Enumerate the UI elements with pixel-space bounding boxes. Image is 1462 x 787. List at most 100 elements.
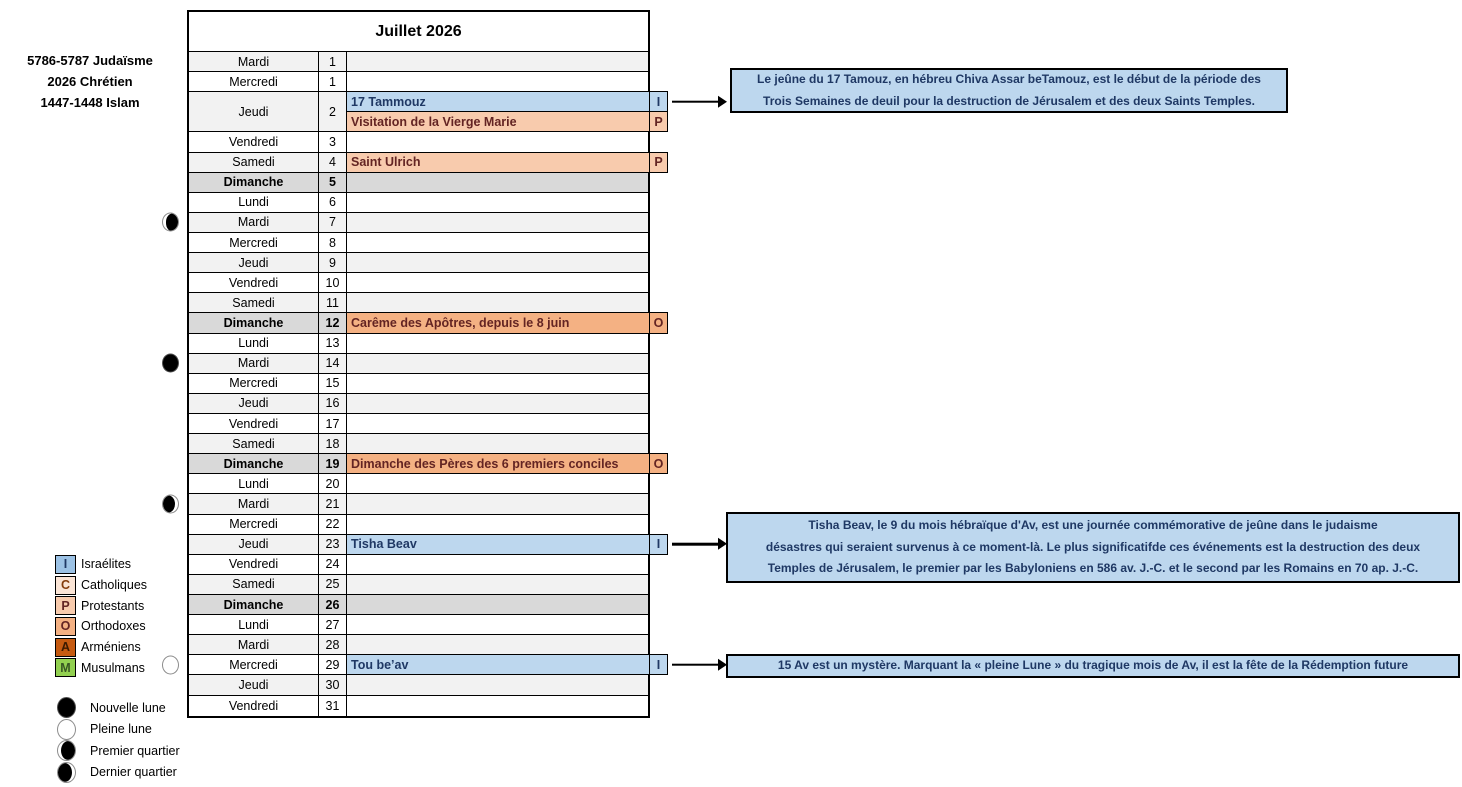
moon-legend-label: Premier quartier [90,743,180,758]
moon-legend-label: Pleine lune [90,722,152,737]
note-box-tisha-beav: Tisha Beav, le 9 du mois hébraïque d'Av,… [726,512,1460,583]
calendar-month-title: Juillet 2026 [189,12,648,52]
day-number-cell: 10 [319,273,347,293]
event-area: Saint Ulrich P [346,151,668,173]
day-number-cell: 16 [319,393,347,413]
day-number-cell: 17 [319,413,347,434]
moon-legend-item: Premier quartier [57,740,180,762]
legend-label: Musulmans [81,660,145,675]
moon-disc [57,740,76,762]
day-number-cell: 15 [319,373,347,393]
era-christian: 2026 Chrétien [47,74,133,89]
legend-label: Israélites [81,557,132,572]
event-area [347,696,648,716]
day-name-cell: Samedi [189,574,319,594]
moon-dark-part [163,495,176,513]
event-area [347,293,648,312]
religion-letter-badge: I [649,534,667,554]
event-area [347,334,648,353]
moon-disc [57,718,76,740]
day-number-cell: 23 [319,534,347,554]
religion-letter-badge: P [649,152,667,172]
event-area [347,354,648,373]
event-label: Visitation de la Vierge Marie [351,114,517,129]
day-number-cell: 21 [319,494,347,514]
day-name-cell: Mardi [189,494,319,514]
note-line: Trois Semaines de deuil pour la destruct… [763,93,1255,108]
event-area [347,394,648,413]
day-number-cell: 29 [319,655,347,675]
day-name-cell: Jeudi [189,534,319,554]
legend-label: Protestants [81,598,145,613]
event-bar: Carême des Apôtres, depuis le 8 juin O [346,312,668,334]
event-area [347,615,648,634]
era-judaism: 5786-5787 Judaïsme [27,53,153,68]
pleine-lune-icon [162,655,179,675]
day-name-cell: Dimanche [189,454,319,474]
event-area [347,72,648,91]
dernier-quartier-icon [162,494,179,514]
religion-letter-badge: O [649,313,667,333]
nouvelle-lune-icon [162,353,179,373]
day-number-cell: 1 [319,52,347,72]
moon-disc [57,697,76,719]
day-name-cell: Jeudi [189,253,319,273]
event-label: Saint Ulrich [351,155,421,170]
day-number-cell: 6 [319,192,347,212]
day-number-cell: 26 [319,594,347,615]
moon-legend-label: Nouvelle lune [90,700,166,715]
day-name-cell: Lundi [189,474,319,494]
moon-disc [162,494,179,514]
event-area [347,595,648,614]
event-label: Dimanche des Pères des 6 premiers concil… [351,456,619,471]
moon-dark-part [60,741,75,761]
day-name-cell: Jeudi [189,92,319,132]
day-name-cell: Samedi [189,293,319,313]
event-label: Carême des Apôtres, depuis le 8 juin [351,315,570,330]
day-number-cell: 20 [319,474,347,494]
day-number-cell: 3 [319,132,347,152]
day-name-cell: Lundi [189,333,319,353]
annotation-arrow [672,663,718,667]
day-number-cell: 18 [319,434,347,454]
day-number-cell: 11 [319,293,347,313]
moon-legend-item: Dernier quartier [57,761,180,784]
day-name-cell: Dimanche [189,313,319,333]
day-name-cell: Jeudi [189,393,319,413]
legend-color-box: I [55,554,76,574]
dernier-quartier-icon [57,761,76,783]
day-number-cell: 25 [319,574,347,594]
day-name-cell: Mercredi [189,233,319,253]
event-area [347,132,648,151]
day-number-cell: 5 [319,172,347,192]
era-header: 5786-5787 Judaïsme 2026 Chrétien 1447-14… [6,50,174,113]
moon-legend-item: Nouvelle lune [57,697,180,719]
legend-color-box: M [55,658,76,678]
